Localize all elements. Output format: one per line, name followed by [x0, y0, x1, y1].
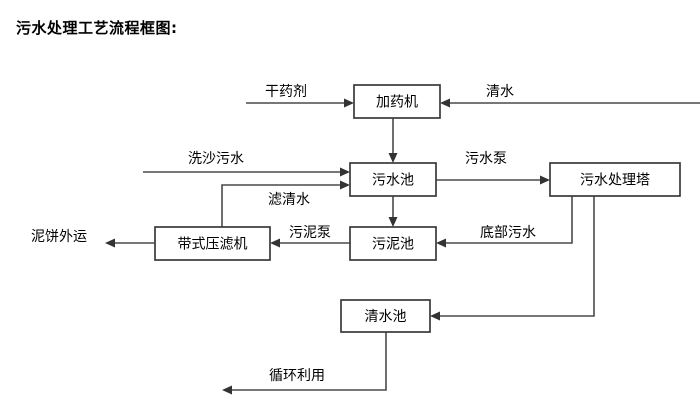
edge-label-filtrate-water: 滤清水: [268, 192, 310, 208]
node-label-sludge-pool: 污泥池: [372, 237, 414, 253]
edge-label-sand-wash-sewage: 洗沙污水: [188, 151, 244, 167]
node-clean-water-pool[interactable]: 清水池: [340, 299, 431, 333]
node-dosing-machine[interactable]: 加药机: [353, 84, 441, 119]
edge-label-bottom-sewage: 底部污水: [480, 225, 536, 241]
edge-clean-pool-to-recycle-use: [222, 332, 387, 395]
edge-sludge-pump-to-belt-press: [270, 238, 350, 248]
edge-treatment-tower-to-clean-pool: [430, 196, 595, 321]
edge-belt-press-to-mud-cake-output: [105, 238, 155, 248]
edge-sandwash-sewage-to-sewage-pool: [143, 167, 350, 177]
edge-bottom-sewage-to-sludge-pool: [436, 196, 573, 248]
node-label-clean-water-pool: 清水池: [365, 309, 407, 325]
edge-dry-agent-to-dosing-machine: [246, 98, 354, 108]
node-belt-filter-press[interactable]: 带式压滤机: [154, 226, 271, 261]
node-sludge-pool[interactable]: 污泥池: [349, 226, 437, 261]
edge-clean-water-to-dosing-machine: [440, 98, 700, 108]
node-label-dosing-machine: 加药机: [376, 95, 418, 111]
edge-label-dry-agent: 干药剂: [265, 84, 307, 100]
node-label-sewage-treatment-tower: 污水处理塔: [580, 173, 650, 189]
edge-sewage-pool-to-sludge-pool: [388, 196, 398, 227]
edge-sewage-pump-to-treatment-tower: [436, 175, 550, 185]
edge-label-clean-water: 清水: [486, 84, 514, 100]
node-label-belt-filter-press: 带式压滤机: [178, 237, 248, 253]
edge-label-sludge-pump: 污泥泵: [289, 225, 331, 241]
edge-label-mud-cake-output: 泥饼外运: [31, 229, 87, 245]
node-sewage-pool[interactable]: 污水池: [349, 162, 437, 197]
edge-dosing-machine-to-sewage-pool: [388, 118, 398, 163]
node-sewage-treatment-tower[interactable]: 污水处理塔: [549, 162, 681, 197]
page-title: 污水处理工艺流程框图:: [16, 19, 178, 37]
node-label-sewage-pool: 污水池: [372, 173, 414, 189]
edge-label-sewage-pump: 污水泵: [465, 151, 507, 167]
edge-filtrate-water-to-sewage-pool: [221, 180, 350, 227]
edge-label-recycle-use: 循环利用: [269, 368, 325, 384]
